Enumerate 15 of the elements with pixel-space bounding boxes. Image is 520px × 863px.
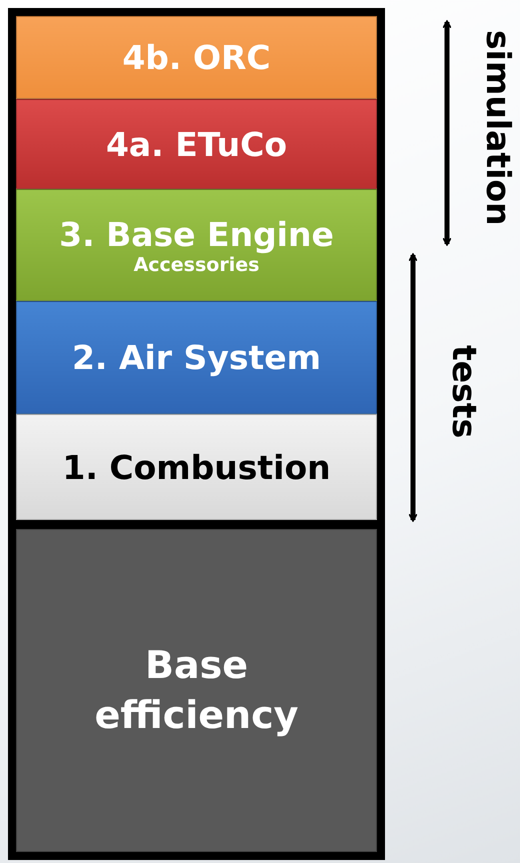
layer-title: 1. Combustion <box>62 448 331 486</box>
layer-title: 4a. ETuCo <box>106 124 288 164</box>
layer-subtitle: Accessories <box>134 254 260 276</box>
range-label: simulation <box>479 30 518 226</box>
layer-band <box>16 99 377 189</box>
layer-title: 3. Base Engine <box>59 214 334 254</box>
layer-band <box>16 414 377 520</box>
layer-band <box>16 189 377 301</box>
base-block <box>16 529 377 852</box>
layer-title: Base efficiency <box>94 642 300 738</box>
layer-title: 4b. ORC <box>122 38 271 77</box>
layer-band <box>16 16 377 99</box>
layer-band <box>16 301 377 414</box>
range-label: tests <box>445 345 484 438</box>
layer-title: 2. Air System <box>72 338 322 377</box>
